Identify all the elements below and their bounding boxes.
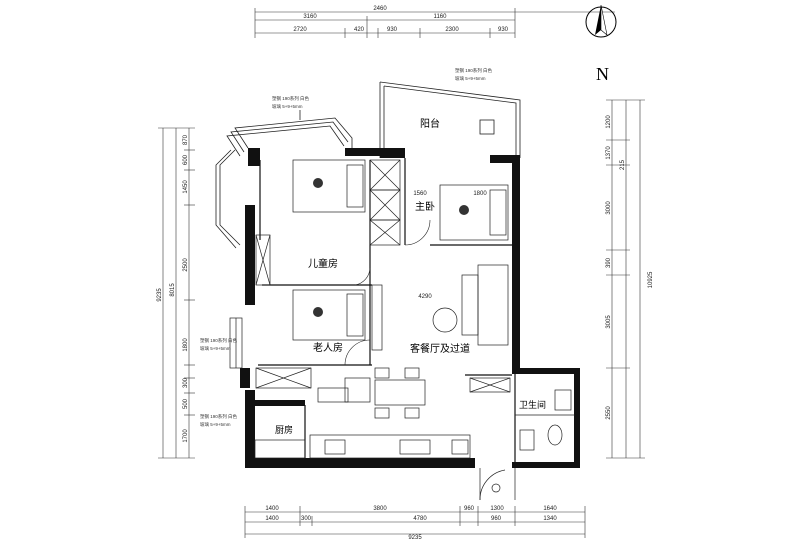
dim-bot-total: 9235 — [408, 535, 422, 540]
elder-window — [229, 317, 243, 369]
bed-decor — [313, 178, 469, 317]
dim-bot-r1-2: 3800 — [373, 506, 387, 512]
dim-top-r3-3: 930 — [387, 27, 398, 33]
dim-right-outer: 10925 — [648, 271, 654, 288]
dim-bot-r1-3: 960 — [464, 506, 475, 512]
balcony-note-1: 塑钢 190系列 白色 — [455, 67, 493, 74]
window-note-2: 玻璃 5+9+5mm — [272, 103, 303, 110]
living-width: 4290 — [418, 294, 432, 300]
room-doors — [344, 219, 431, 366]
kitchen-counters — [254, 434, 471, 459]
room-master-bedroom: 主卧 — [415, 200, 435, 213]
dim-top-r3-1: 2720 — [293, 27, 307, 33]
kitchen-window-note-1: 塑钢 190系列 白色 — [200, 413, 238, 420]
bathroom-fixtures — [515, 389, 575, 451]
right-dimensions — [606, 99, 645, 459]
dim-right-4: 390 — [606, 257, 612, 268]
dim-left-middle: 8015 — [170, 283, 176, 297]
dining-furniture — [317, 367, 426, 419]
dim-left-outer: 9235 — [157, 288, 163, 302]
room-balcony: 阳台 — [420, 117, 440, 130]
master-width: 1560 — [413, 191, 427, 197]
wardrobes — [255, 159, 511, 393]
dim-bot-r2-2: 300 — [301, 516, 312, 522]
left-dimensions — [158, 127, 195, 459]
dim-bot-r2-1: 1400 — [265, 516, 279, 522]
room-elder: 老人房 — [313, 341, 343, 354]
room-bathroom: 卫生间 — [519, 399, 546, 411]
elder-window-note-2: 玻璃 5+9+5mm — [200, 345, 231, 352]
window-note-1: 塑钢 190系列 白色 — [272, 95, 310, 102]
dim-top-r2-2: 1160 — [434, 14, 448, 20]
dim-bot-r2-3: 4780 — [413, 516, 427, 522]
dim-left-1: 870 — [183, 134, 189, 145]
balcony-outline — [379, 81, 521, 158]
room-child: 儿童房 — [308, 257, 338, 270]
dim-top-r3-2: 420 — [354, 27, 365, 33]
bed-size: 1800 — [473, 191, 487, 197]
dim-top-r3-4: 2300 — [445, 27, 459, 33]
dim-left-3: 1450 — [183, 180, 189, 194]
dim-right-6: 2550 — [606, 406, 612, 420]
elder-window-note-1: 塑钢 190系列 白色 — [200, 337, 238, 344]
dim-right-2: 1370 — [606, 146, 612, 160]
dim-right-3: 3000 — [606, 201, 612, 215]
dim-top-r2-1: 3160 — [303, 14, 317, 20]
bay-window — [215, 110, 353, 249]
dim-bot-r1-1: 1400 — [265, 506, 279, 512]
dim-left-7: 500 — [183, 398, 189, 409]
dim-right-inner: 215 — [620, 159, 626, 170]
dim-left-8: 1700 — [183, 429, 189, 443]
room-living-dining: 客餐厅及过道 — [410, 342, 470, 355]
dim-top-total: 2460 — [373, 6, 387, 12]
north-label: N — [596, 64, 609, 84]
dim-right-5: 3005 — [606, 315, 612, 329]
dim-left-2: 600 — [183, 154, 189, 165]
kitchen-window-note-2: 玻璃 5+9+5mm — [200, 421, 231, 428]
dim-left-6: 300 — [183, 377, 189, 388]
dim-bot-r1-4: 1300 — [490, 506, 504, 512]
dim-right-1: 1200 — [606, 115, 612, 129]
north-arrow — [585, 4, 617, 38]
balcony-note-2: 玻璃 5+9+5mm — [455, 75, 486, 82]
room-kitchen: 厨房 — [275, 424, 293, 436]
dim-top-r3-5: 930 — [498, 27, 509, 33]
bottom-dimensions — [244, 506, 586, 538]
dim-left-4: 2500 — [183, 258, 189, 272]
entrance-door — [479, 468, 516, 501]
dim-left-5: 1800 — [183, 338, 189, 352]
top-dimensions — [254, 8, 615, 38]
dim-bot-r2-5: 1340 — [543, 516, 557, 522]
dim-bot-r1-5: 1640 — [543, 506, 557, 512]
living-furniture — [371, 264, 509, 351]
beds — [292, 159, 509, 341]
dim-bot-r2-4: 960 — [491, 516, 502, 522]
exterior-walls — [240, 148, 580, 468]
